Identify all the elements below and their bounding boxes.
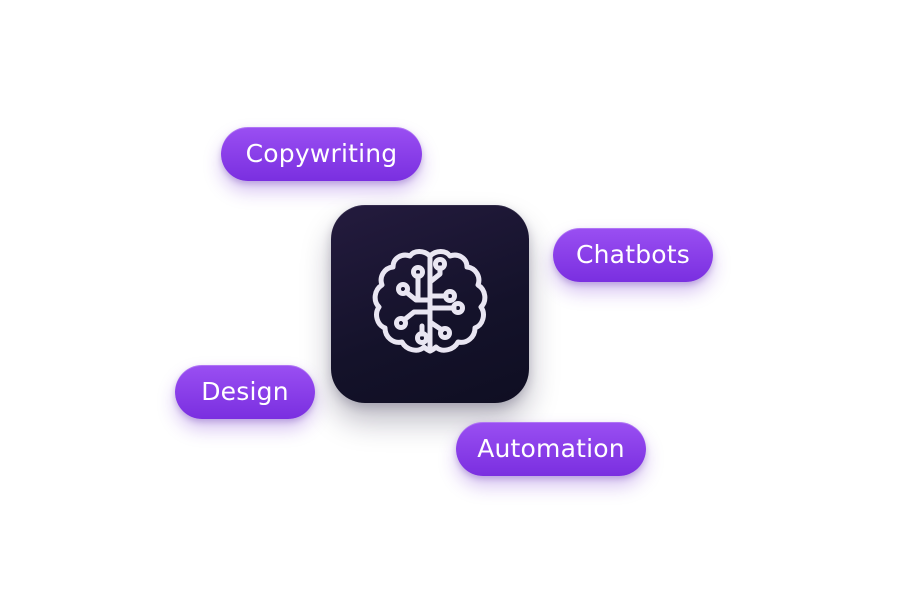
tag-pill-chatbots: Chatbots — [553, 228, 713, 282]
tag-pill-design: Design — [175, 365, 315, 419]
tag-pill-automation: Automation — [456, 422, 646, 476]
ai-app-icon-tile — [331, 205, 529, 403]
tag-pill-copywriting: Copywriting — [221, 127, 422, 181]
brain-circuit-icon — [372, 249, 488, 354]
